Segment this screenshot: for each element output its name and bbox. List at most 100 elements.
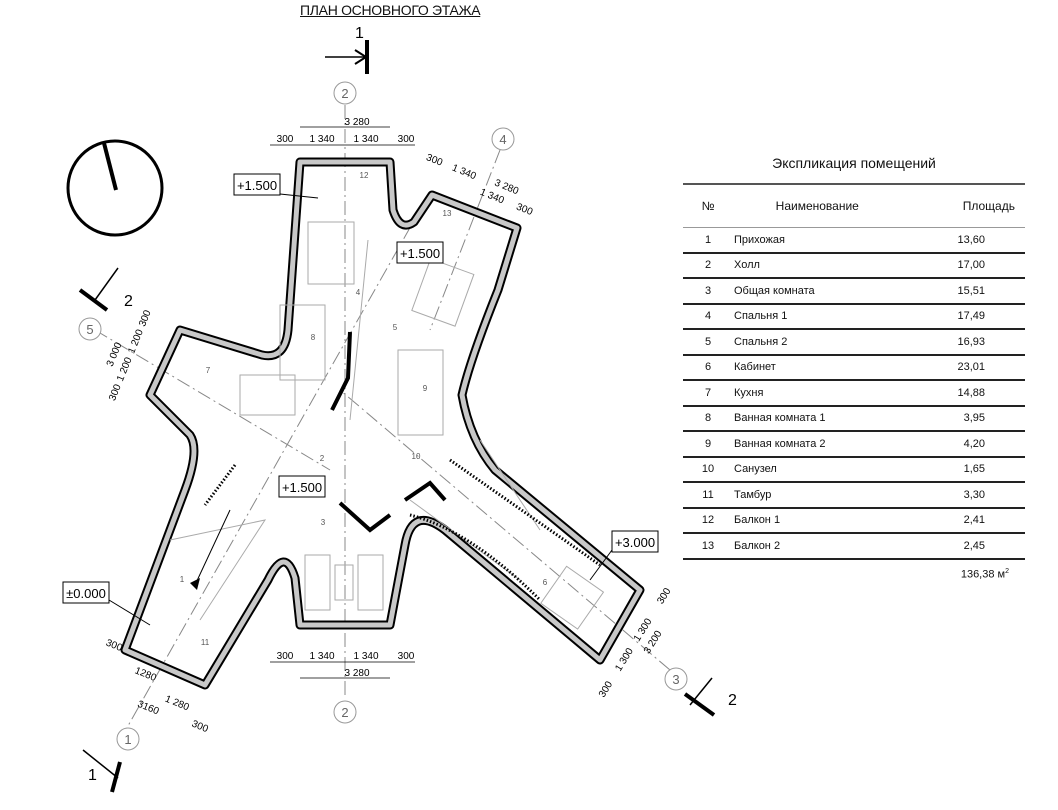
stair-direction-arrow-icon: [190, 509, 231, 590]
room-area-cell: 23,01: [901, 354, 1025, 381]
room-area-cell: 13,60: [901, 227, 1025, 254]
room-number-cell: 13: [683, 533, 733, 560]
dim-bottom-2: 1 340: [353, 651, 378, 662]
room-number-10: 10: [412, 452, 421, 461]
dim-sw-2: 1 280: [163, 694, 191, 714]
room-number-4: 4: [356, 288, 361, 297]
room-number-7: 7: [206, 366, 211, 375]
level-mark-hall: +1.500: [282, 480, 322, 495]
room-area-cell: 4,20: [901, 431, 1025, 458]
room-name-cell: Балкон 2: [733, 533, 902, 560]
room-area-cell: 15,51: [901, 278, 1025, 305]
level-mark-boxes: [62, 173, 659, 626]
dim-bottom-0: 300: [277, 651, 294, 662]
table-header-row: № Наименование Площадь: [683, 183, 1025, 228]
dim-ne-1: 1 340: [450, 163, 478, 183]
room-name-cell: Санузел: [733, 456, 902, 483]
room-number-8: 8: [311, 333, 316, 342]
room-explication-table: Экспликация помещений № Наименование Пло…: [683, 155, 1025, 580]
dim-bottom-3: 300: [398, 651, 415, 662]
room-number-13: 13: [443, 209, 452, 218]
room-number-12: 12: [360, 171, 369, 180]
room-name-cell: Кухня: [733, 380, 902, 407]
axis-lines: [94, 105, 671, 741]
room-area-cell: 1,65: [901, 456, 1025, 483]
interior-partitions: [169, 221, 605, 630]
dim-w-1: 1 200: [126, 328, 146, 356]
room-name-cell: Тамбур: [733, 482, 902, 509]
total-area-value: 136,38 м: [960, 568, 1006, 581]
room-name-cell: Холл: [733, 252, 902, 279]
room-area-cell: 2,45: [901, 533, 1025, 560]
dim-w-0: 300: [137, 308, 154, 328]
dim-se-3: 300: [655, 586, 673, 606]
room-number-cell: 11: [683, 482, 733, 509]
axis-2-top: 2: [341, 86, 348, 101]
explication-title: Экспликация помещений: [772, 155, 936, 171]
dim-top-4: 3 280: [344, 117, 369, 128]
room-number-9: 9: [423, 384, 428, 393]
section-2-left-label: 2: [124, 293, 133, 310]
room-name-cell: Балкон 1: [733, 507, 902, 534]
room-number-5: 5: [393, 323, 398, 332]
dim-se-0: 300: [597, 679, 615, 699]
dimension-lines: [270, 126, 415, 679]
dim-bottom-1: 1 340: [309, 651, 334, 662]
axis-5: 5: [86, 322, 93, 337]
room-number-3: 3: [321, 518, 326, 527]
dim-top-1: 1 340: [309, 134, 334, 145]
axis-bubbles: [78, 81, 688, 751]
level-mark-office: +3.000: [615, 535, 655, 550]
room-number-cell: 9: [683, 431, 733, 458]
plan-title: ПЛАН ОСНОВНОГО ЭТАЖА: [300, 2, 481, 18]
room-number-cell: 3: [683, 278, 733, 305]
room-number-cell: 10: [683, 456, 733, 483]
room-number-cell: 7: [683, 380, 733, 407]
room-number-2: 2: [320, 454, 325, 463]
dim-top-2: 1 340: [353, 134, 378, 145]
section-1-top-label: 1: [355, 25, 364, 42]
room-number-cell: 5: [683, 329, 733, 356]
room-area-cell: 3,95: [901, 405, 1025, 432]
room-number-cell: 12: [683, 507, 733, 534]
axis-4: 4: [499, 132, 506, 147]
dim-se-1: 1 300: [613, 646, 636, 673]
level-mark-bedroom-2: +1.500: [400, 246, 440, 261]
room-name-cell: Кабинет: [733, 354, 902, 381]
north-arrow-icon: [66, 139, 164, 237]
dim-ne-0: 300: [424, 152, 444, 169]
room-area-cell: 17,49: [901, 303, 1025, 330]
section-cut-lines: [330, 331, 447, 533]
room-number-cell: 6: [683, 354, 733, 381]
dim-top-3: 300: [398, 134, 415, 145]
col-number: №: [683, 183, 733, 228]
total-area: 136,38 м2: [683, 568, 1025, 581]
room-area-cell: 3,30: [901, 482, 1025, 509]
total-area-unit-sup: 2: [1005, 567, 1009, 575]
room-number-cell: 4: [683, 303, 733, 330]
section-2-right-label: 2: [728, 692, 737, 709]
level-mark-entrance: ±0.000: [66, 586, 106, 601]
room-number-11: 11: [201, 638, 210, 647]
section-1-bottom-label: 1: [88, 767, 97, 784]
dim-w-3: 300: [107, 382, 124, 402]
dim-ne-3: 300: [515, 202, 535, 219]
room-name-cell: Общая комната: [733, 278, 902, 305]
room-name-cell: Ванная комната 1: [733, 405, 902, 432]
dim-sw-4: 3160: [136, 699, 161, 718]
col-area: Площадь: [901, 183, 1025, 228]
col-name: Наименование: [733, 183, 902, 228]
room-number-1: 1: [180, 575, 185, 584]
exterior-walls: [120, 157, 645, 690]
